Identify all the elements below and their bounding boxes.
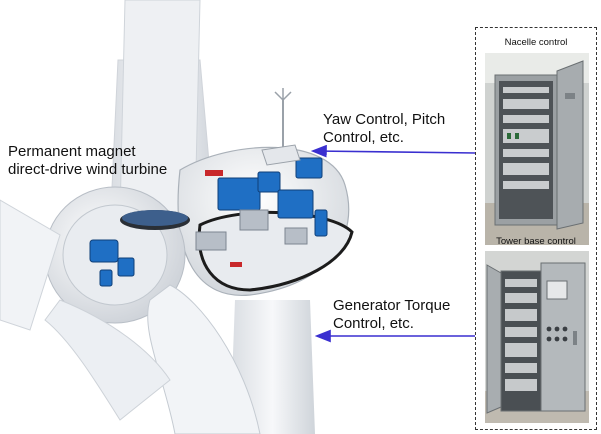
turbine-label-line-1: Permanent magnet xyxy=(8,143,167,161)
nacelle-control-photo xyxy=(485,53,589,245)
yaw-drive xyxy=(218,178,260,210)
tower-base-control-photo xyxy=(485,251,589,423)
pitch-drive xyxy=(278,190,313,218)
yaw-label-line-1: Yaw Control, Pitch xyxy=(323,111,445,129)
turbine-label-line-2: direct-drive wind turbine xyxy=(8,161,167,179)
nacelle-control-caption: Nacelle control xyxy=(476,37,596,48)
blade-left xyxy=(0,200,60,330)
generator-label-line-2: Control, etc. xyxy=(333,315,450,333)
yaw-pitch-label: Yaw Control, Pitch Control, etc. xyxy=(323,111,445,147)
control-cabinet-panel: Nacelle control Tower base control xyxy=(475,27,597,430)
turbine-label: Permanent magnet direct-drive wind turbi… xyxy=(8,143,167,179)
tower-base-control-caption: Tower base control xyxy=(476,236,596,247)
generator-label-line-1: Generator Torque xyxy=(333,297,450,315)
generator-torque-label: Generator Torque Control, etc. xyxy=(333,297,450,333)
yaw-label-line-2: Control, etc. xyxy=(323,129,445,147)
